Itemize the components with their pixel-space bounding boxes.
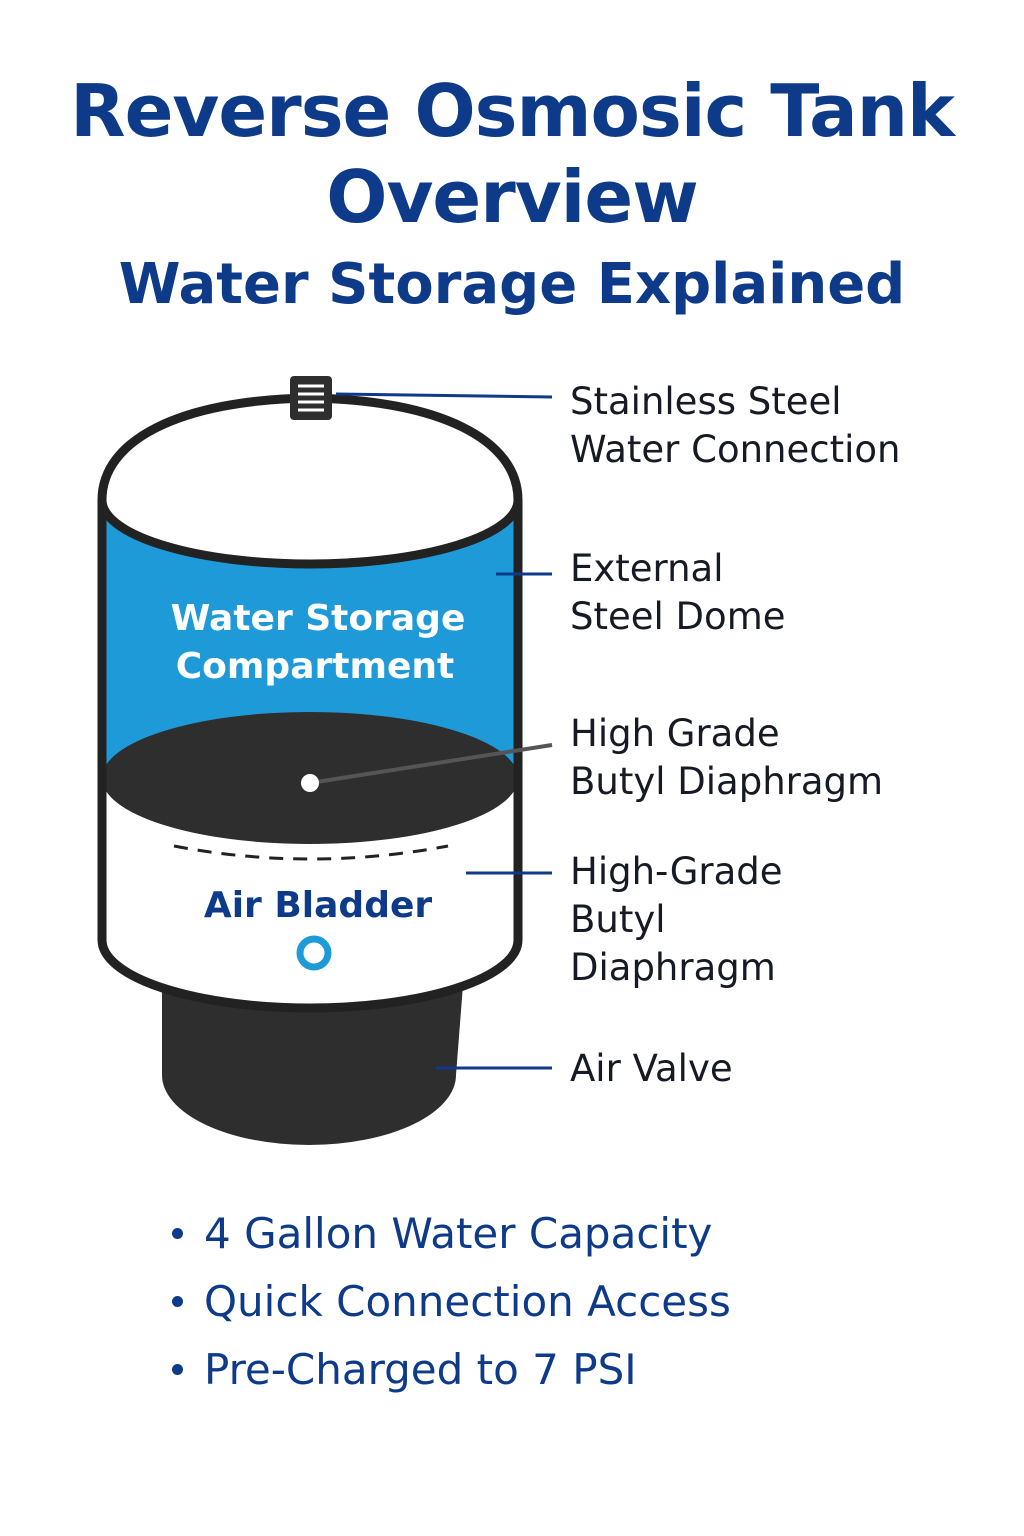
feature-text: 4 Gallon Water Capacity xyxy=(204,1209,713,1258)
tank-base xyxy=(162,985,463,1145)
bullet-icon xyxy=(172,1296,183,1307)
leader-line-water-connection xyxy=(335,392,553,399)
page-title-line-2: Overview xyxy=(326,155,698,239)
callout-water-connection: Stainless Steel Water Connection xyxy=(570,378,901,474)
callout-high-grade-diaphragm-line-3: Diaphragm xyxy=(570,946,776,989)
page-title-line-1: Reverse Osmosic Tank xyxy=(70,69,955,153)
callout-steel-dome: External Steel Dome xyxy=(570,545,786,641)
feature-item: 4 Gallon Water Capacity xyxy=(168,1200,731,1268)
air-valve-ring-icon xyxy=(296,935,332,971)
page-title: Reverse Osmosic Tank Overview xyxy=(0,68,1024,240)
page-subtitle: Water Storage Explained xyxy=(118,252,906,317)
feature-list: 4 Gallon Water Capacity Quick Connection… xyxy=(168,1200,731,1404)
water-compartment xyxy=(102,500,518,780)
callout-water-connection-line-1: Stainless Steel xyxy=(570,380,842,423)
callout-water-connection-line-2: Water Connection xyxy=(570,428,901,471)
water-compartment-label-line-1: Water Storage xyxy=(171,598,466,639)
callout-air-valve: Air Valve xyxy=(570,1045,733,1093)
callout-butyl-diaphragm-line-2: Butyl Diaphragm xyxy=(570,760,884,803)
callout-air-valve-line-1: Air Valve xyxy=(570,1047,733,1090)
bladder-dashed-line xyxy=(173,844,449,861)
callout-high-grade-diaphragm: High-Grade Butyl Diaphragm xyxy=(570,848,783,992)
diaphragm-center-dot xyxy=(301,774,319,792)
feature-item: Quick Connection Access xyxy=(168,1268,731,1336)
callout-butyl-diaphragm-line-1: High Grade xyxy=(570,712,780,755)
bullet-icon xyxy=(172,1228,183,1239)
callout-high-grade-diaphragm-line-1: High-Grade xyxy=(570,850,783,893)
callout-butyl-diaphragm: High Grade Butyl Diaphragm xyxy=(570,710,883,806)
water-connection-icon xyxy=(290,376,332,420)
callout-high-grade-diaphragm-line-2: Butyl xyxy=(570,898,666,941)
external-steel-dome xyxy=(97,393,523,569)
feature-text: Pre-Charged to 7 PSI xyxy=(204,1345,637,1394)
callout-steel-dome-line-1: External xyxy=(570,547,724,590)
feature-item: Pre-Charged to 7 PSI xyxy=(168,1336,731,1404)
callout-steel-dome-line-2: Steel Dome xyxy=(570,595,786,638)
water-compartment-label-line-2: Compartment xyxy=(176,646,454,687)
bullet-icon xyxy=(172,1364,183,1375)
air-bladder-label: Air Bladder xyxy=(204,885,433,926)
feature-text: Quick Connection Access xyxy=(204,1277,731,1326)
